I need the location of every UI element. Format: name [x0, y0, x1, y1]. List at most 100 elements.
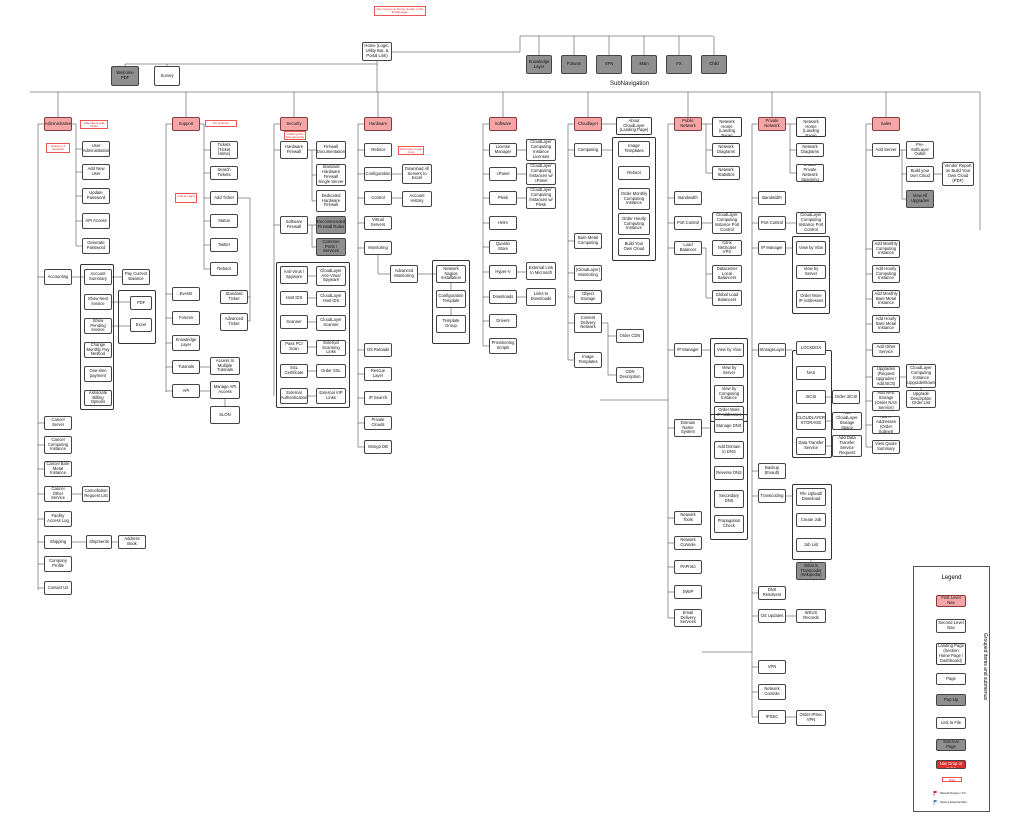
- dns-reverse[interactable]: Reverse DNS: [714, 466, 744, 480]
- software-drivers[interactable]: Drivers: [489, 314, 517, 328]
- support-knowledge-layer[interactable]: Knowledge Layer: [172, 335, 200, 351]
- security-host-ids[interactable]: Host IDS: [280, 291, 308, 305]
- subnav-child[interactable]: Child: [701, 55, 727, 74]
- software-cl-licenses[interactable]: CloudLayer Computing Instance Licenses: [526, 139, 556, 161]
- transcoding-what-is[interactable]: What is Transcoder (Wikipedia): [796, 562, 826, 580]
- public-cl-port-control[interactable]: CloudLayer Computing Instance Port Contr…: [712, 212, 742, 234]
- software-downloads[interactable]: Downloads: [489, 290, 517, 304]
- support-manage-api[interactable]: Manage API Access: [210, 381, 240, 399]
- public-network-tools[interactable]: Network Tools: [674, 511, 702, 525]
- software-plesk[interactable]: Plesk: [489, 191, 517, 205]
- software-links-downloads[interactable]: Links to Downloads: [526, 288, 556, 306]
- survey-node[interactable]: Survey: [154, 66, 180, 86]
- sales-view-all-upgrades[interactable]: View All Upgrades: [906, 190, 934, 208]
- security-external-vip[interactable]: External VIP Links: [316, 388, 346, 404]
- admin-accounting[interactable]: Accounting: [44, 269, 72, 285]
- support-standard-ticket[interactable]: Standard Ticket: [220, 290, 248, 304]
- security-firewall-docs[interactable]: Firewall Documentation: [316, 141, 346, 159]
- security-ssl[interactable]: SSL Certificate: [280, 364, 308, 378]
- storage-add-cloudlayer[interactable]: Add CloudLayer Storage Space: [832, 412, 862, 430]
- hardware-private-clouds[interactable]: Private Clouds: [364, 416, 392, 430]
- support-twitter[interactable]: Twitter: [210, 238, 238, 252]
- hardware-control[interactable]: Control: [364, 191, 392, 205]
- sales-upgrade-desc[interactable]: Upgrade Description Order List: [906, 390, 936, 408]
- private-ip-manager[interactable]: IP Manager: [758, 241, 786, 255]
- nav-private-network[interactable]: Private Network: [758, 117, 786, 131]
- hardware-download-all[interactable]: Download All Servers to Excel: [402, 164, 432, 184]
- private-backup[interactable]: Backup (Evault): [758, 463, 786, 479]
- hardware-monitoring[interactable]: Monitoring: [364, 241, 392, 255]
- storage-cloudlayer[interactable]: CLOUDLAYER STORAGE: [796, 412, 826, 430]
- sales-vendor-report[interactable]: Vendor Report on Build Your Own Cloud (P…: [942, 162, 974, 186]
- private-ipsec[interactable]: IPSEC: [758, 710, 786, 724]
- security-order-ssl[interactable]: Order SSL: [316, 364, 346, 378]
- accounting-next-invoice[interactable]: Show Next Invoice: [84, 294, 112, 310]
- public-load-balancer[interactable]: Load Balancer: [674, 241, 702, 255]
- support-slon[interactable]: SLON: [210, 406, 240, 424]
- admin-facility-log[interactable]: Facility Access Log: [44, 511, 72, 527]
- cloudlayer-cdn-description[interactable]: CDN Description: [616, 367, 644, 383]
- hardware-os-reloads[interactable]: OS Reloads: [364, 343, 392, 357]
- hardware-virtual-servers[interactable]: Virtual Servers: [364, 216, 392, 230]
- cloudlayer-computing[interactable]: Computing: [574, 143, 602, 157]
- hardware-template-group[interactable]: Template Group: [436, 315, 466, 333]
- dns-propagation[interactable]: Propagation Check: [714, 515, 744, 533]
- private-storage-layer[interactable]: StorageLayer: [758, 343, 786, 357]
- admin-cancel-other[interactable]: Cancel Other Service: [44, 486, 72, 502]
- admin-cancel-computing[interactable]: Cancel Computing Instance: [44, 436, 72, 454]
- sales-cl-upgrade[interactable]: CloudLayer Computing Instance Upgrade/Do…: [906, 364, 936, 388]
- hardware-ip-search[interactable]: IP Search: [364, 391, 392, 405]
- software-cl-cpanel[interactable]: CloudLayer Computing Instances w/ cPanel: [526, 163, 556, 185]
- subnav-forums[interactable]: Forums: [561, 55, 587, 74]
- shipping-shipments[interactable]: Shipments: [86, 535, 112, 549]
- sales-add-monthly-computing[interactable]: Add Monthly Computing Instance: [872, 240, 900, 258]
- private-enable-spanning[interactable]: Enable Private Network Spanning: [796, 164, 824, 182]
- computing-image-templates[interactable]: Image Templates: [618, 141, 650, 157]
- lb-global[interactable]: Global Load Balancers: [712, 290, 742, 306]
- private-port-control[interactable]: Port Control: [758, 216, 786, 230]
- dns-secondary[interactable]: Secondary DNS: [714, 490, 744, 508]
- public-view-computing[interactable]: View by Computing Instance: [714, 385, 744, 403]
- software-external-microsoft[interactable]: External Link to Microsoft: [526, 262, 556, 280]
- public-network-diagrams[interactable]: Network Diagrams: [712, 143, 740, 157]
- hardware-reboot[interactable]: Reboot: [364, 143, 392, 157]
- welcome-pdf-node[interactable]: Welcome PDF: [111, 66, 139, 86]
- accounting-account-summary[interactable]: Account Summary: [84, 269, 112, 285]
- dns-manage[interactable]: Manage DNS: [714, 419, 744, 433]
- private-view-vlan[interactable]: View by Vlan: [796, 241, 826, 255]
- admin-company-profile[interactable]: Company Profile: [44, 556, 72, 572]
- public-port-control[interactable]: Port Control: [674, 216, 702, 230]
- cloudlayer-order-cdn[interactable]: Order CDN: [616, 329, 644, 343]
- sales-add-other[interactable]: Add Other Service: [872, 343, 900, 357]
- storage-lockbox[interactable]: LOCKBOX: [796, 341, 826, 355]
- software-provisioning[interactable]: Provisioning Scripts: [489, 338, 517, 354]
- storage-iscsi[interactable]: iSCSI: [796, 390, 826, 404]
- security-external-scanning[interactable]: External Scanning Links: [316, 340, 346, 356]
- accounting-pending-invoice[interactable]: Show Pending Invoice: [84, 318, 112, 334]
- software-quantix[interactable]: Quantix Store: [489, 240, 517, 254]
- cloudlayer-image-templates[interactable]: Image Templates: [574, 352, 602, 368]
- tool-email-delivery[interactable]: Email Delivery Services: [674, 609, 702, 627]
- nav-public-network[interactable]: Public Network: [674, 117, 702, 131]
- public-network-statistics[interactable]: Network Statistics: [712, 166, 740, 180]
- hardware-account-history[interactable]: Account History: [402, 191, 432, 207]
- transcoding-job-list[interactable]: Job List: [796, 538, 826, 552]
- sales-view-quote[interactable]: View Quote Summary: [872, 440, 900, 454]
- subnav-fx[interactable]: FX: [666, 55, 692, 74]
- shipping-address-book[interactable]: Address Book: [118, 535, 146, 549]
- sales-add-server[interactable]: Add Server: [872, 143, 900, 157]
- security-software-firewall[interactable]: Software Firewall: [280, 216, 308, 234]
- transcoding-create-job[interactable]: Create Job: [796, 513, 826, 527]
- hardware-mongo-db[interactable]: Mongo DB: [364, 440, 392, 454]
- hardware-configuration[interactable]: Configuration: [364, 167, 392, 181]
- security-standard-firewall[interactable]: Standard Hardware Firewall Single Server: [316, 164, 346, 186]
- sales-add-nas[interactable]: Add NAS Storage (Order NAS Service): [872, 391, 900, 411]
- private-dns-resolvers[interactable]: DNS Resolvers: [758, 586, 786, 600]
- admin-api-access[interactable]: API Access: [82, 213, 110, 229]
- public-view-server[interactable]: View by Server: [714, 364, 744, 378]
- cloudlayer-about[interactable]: About CloudLayer (Landing Page): [616, 117, 652, 135]
- security-antivirus[interactable]: Anti-Virus / Spyware: [280, 266, 308, 284]
- invoice-excel[interactable]: Excel: [130, 318, 152, 332]
- accounting-billing-options[interactable]: Associate Billing Options: [84, 390, 112, 406]
- sales-add-hourly-computing[interactable]: Add Hourly Computing Instance: [872, 265, 900, 283]
